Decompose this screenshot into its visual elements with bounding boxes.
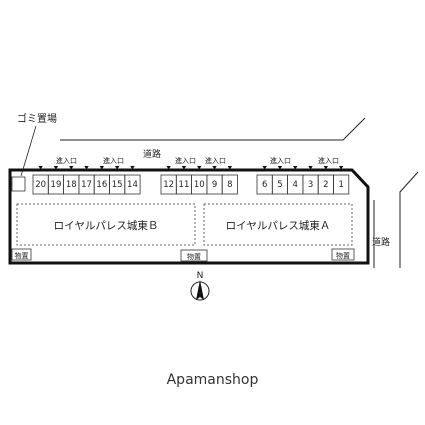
- entrance-label: 進入口: [56, 156, 77, 165]
- building-b: [16, 203, 196, 246]
- garbage-area: [11, 176, 26, 192]
- garbage-label: ゴミ置場: [17, 112, 57, 125]
- arrow-marker-icon: [38, 166, 43, 170]
- arrow-marker-icon: [338, 166, 344, 170]
- storage-right: [331, 248, 355, 261]
- storage-right-label: 物置: [336, 251, 350, 260]
- arrow-marker-icon: [227, 166, 233, 170]
- parking-space-number: 15: [112, 180, 123, 190]
- entrance-label: 進入口: [205, 156, 226, 165]
- parking-space: [124, 174, 141, 195]
- arrow-marker-icon: [130, 166, 135, 170]
- arrow-markers: [38, 166, 344, 170]
- arrow-marker-icon: [277, 166, 283, 170]
- road-edge-right-outer: [399, 171, 419, 268]
- road-label-top: 道路: [143, 148, 161, 160]
- entrance-label: 進入口: [270, 156, 291, 165]
- arrow-marker-icon: [308, 166, 313, 170]
- parking-space: [333, 174, 350, 195]
- arrow-marker-icon: [114, 166, 120, 170]
- parking-space-number: 5: [277, 180, 282, 190]
- arrow-marker-icon: [53, 166, 59, 170]
- arrow-marker-icon: [181, 166, 187, 170]
- parking-space-number: 12: [163, 180, 174, 190]
- north-arrow-icon: [196, 280, 204, 300]
- parking-space-number: 18: [66, 180, 77, 190]
- storage-left-label: 物置: [15, 251, 29, 260]
- parking-space-number: 3: [308, 180, 313, 190]
- entrance-label: 進入口: [175, 156, 196, 165]
- road-label-right: 道路: [372, 236, 390, 248]
- arrow-marker-icon: [197, 166, 202, 170]
- building-a-label: ロイヤルパレス城東Ａ: [226, 219, 331, 232]
- building-b-label: ロイヤルパレス城東Ｂ: [54, 219, 159, 232]
- north-label: N: [197, 271, 204, 281]
- arrow-marker-icon: [99, 166, 105, 170]
- parking-space-number: 4: [293, 180, 298, 190]
- parking-space-number: 16: [96, 180, 107, 190]
- parking-space-number: 2: [323, 180, 328, 190]
- parking-space-number: 6: [262, 180, 267, 190]
- entrance-label: 進入口: [103, 156, 124, 165]
- parking-space-number: 14: [127, 180, 138, 190]
- property-boundary: [8, 168, 370, 265]
- parking-space-number: 1: [338, 180, 343, 190]
- arrow-marker-icon: [84, 166, 89, 170]
- parking-space-number: 20: [35, 180, 46, 190]
- entrance-label: 進入口: [318, 156, 339, 165]
- storage-left: [11, 248, 32, 261]
- road-edge-top: [60, 117, 366, 141]
- parking-space-number: 10: [194, 180, 205, 190]
- arrow-marker-icon: [323, 166, 329, 170]
- arrow-marker-icon: [166, 166, 171, 170]
- storage-middle-label: 物置: [187, 252, 201, 261]
- parking-space-number: 11: [179, 180, 190, 190]
- arrow-marker-icon: [212, 166, 217, 170]
- storage-middle: [180, 249, 208, 262]
- parking-space: [221, 174, 238, 195]
- arrow-marker-icon: [262, 166, 267, 170]
- arrow-marker-icon: [293, 166, 298, 170]
- building-a: [203, 203, 353, 246]
- parking-space-number: 17: [81, 180, 92, 190]
- arrow-marker-icon: [69, 166, 74, 170]
- watermark: Apamanshop: [166, 372, 259, 388]
- parking-space-number: 8: [227, 180, 232, 190]
- parking-space-number: 19: [51, 180, 62, 190]
- parking-space-number: 9: [212, 180, 217, 190]
- garbage-leader-line: [20, 125, 37, 177]
